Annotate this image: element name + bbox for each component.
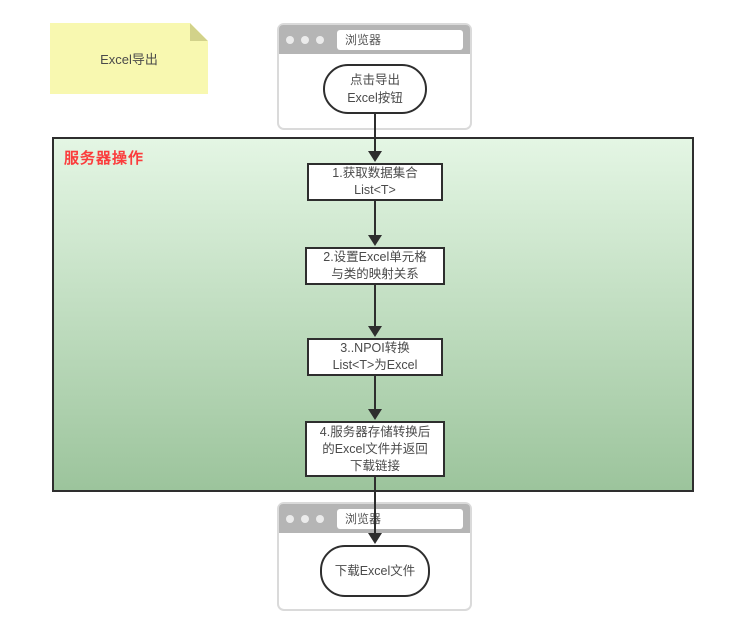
node-text-line: 点击导出 [349, 73, 400, 87]
note-fold-corner-icon [190, 23, 208, 41]
window-dot-icon [301, 514, 309, 523]
step-text-line: 的Excel文件并返回 [322, 441, 428, 456]
browser-address-bar: 浏览器 [337, 29, 463, 50]
window-dot-icon [286, 514, 294, 523]
step-npoi-convert: 3..NPOI转换 List<T>为Excel [307, 338, 443, 376]
node-text-line: Excel按钮 [347, 91, 403, 105]
browser-titlebar: 浏览器 [279, 25, 470, 54]
step-store-and-return-link: 4.服务器存储转换后 的Excel文件并返回 下载链接 [305, 421, 445, 477]
arrow-connector [374, 477, 376, 534]
step-text-line: 2.设置Excel单元格 [323, 250, 427, 264]
arrowhead-down-icon [368, 235, 382, 246]
step-text-line: 3..NPOI转换 [340, 341, 410, 355]
arrow-connector [374, 114, 376, 152]
arrowhead-down-icon [368, 409, 382, 420]
step-text-line: List<T> [354, 183, 396, 197]
step-text-line: 1.获取数据集合 [332, 166, 418, 180]
node-click-export-button: 点击导出 Excel按钮 [323, 64, 427, 114]
window-dot-icon [286, 35, 294, 44]
arrowhead-down-icon [368, 326, 382, 337]
server-operations-label: 服务器操作 [64, 150, 145, 167]
window-dot-icon [316, 35, 324, 44]
step-get-dataset: 1.获取数据集合 List<T> [307, 163, 443, 201]
sticky-note-label: Excel导出 [100, 52, 158, 67]
step-text-line: List<T>为Excel [332, 358, 418, 372]
arrowhead-down-icon [368, 533, 382, 544]
step-text-line: 4.服务器存储转换后 [319, 424, 431, 439]
node-text-line: 下载Excel文件 [334, 564, 416, 578]
arrowhead-down-icon [368, 151, 382, 162]
arrow-connector [374, 285, 376, 327]
window-dot-icon [316, 514, 324, 523]
step-text-line: 与类的映射关系 [331, 267, 419, 281]
window-dot-icon [301, 35, 309, 44]
step-text-line: 下载链接 [349, 458, 400, 473]
browser-address-bar: 浏览器 [337, 508, 463, 529]
sticky-note: Excel导出 [50, 23, 208, 94]
arrow-connector [374, 376, 376, 410]
step-set-cell-mapping: 2.设置Excel单元格 与类的映射关系 [305, 247, 445, 285]
node-download-excel-file: 下载Excel文件 [320, 545, 430, 597]
arrow-connector [374, 200, 376, 236]
